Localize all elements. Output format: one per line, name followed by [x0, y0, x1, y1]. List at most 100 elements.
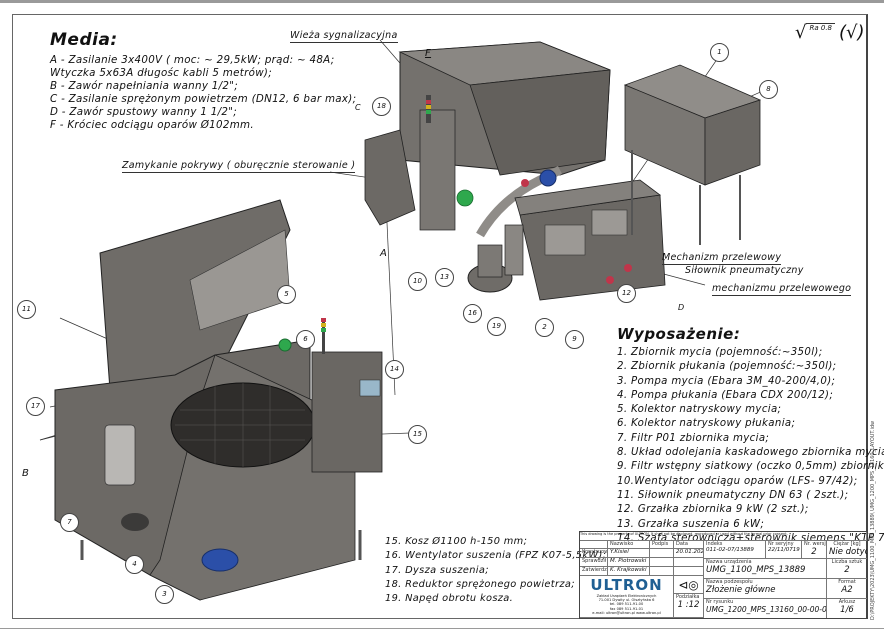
header-date: Data — [674, 541, 704, 549]
frame-top-border — [0, 0, 884, 3]
callout-actuator-line1: Siłownik pneumatyczny — [685, 265, 804, 276]
quantity-cell: Liczba sztuk 2 — [827, 559, 867, 579]
media-section: Media: A - Zasilanie 3x400V ( moc: ~ 29,… — [50, 30, 356, 132]
media-line: A - Zasilanie 3x400V ( moc: ~ 29,5kW; pr… — [50, 54, 335, 66]
media-line: Wtyczka 5x63A długośc kabli 5 metrów); — [50, 67, 273, 79]
media-title: Media: — [50, 30, 118, 50]
subassembly-value: Złożenie główne — [706, 585, 776, 595]
sheet-label: Arkusz — [838, 599, 856, 605]
weight-label: Ciężar [kg] — [833, 541, 861, 547]
company-line: fax 089 511-91-01 — [609, 606, 644, 611]
drawing-number-value: UMG_1200_MPS_13160_00-00-00 — [706, 605, 827, 614]
projection-symbol-icon: ⊲◎ — [674, 576, 704, 594]
label-d: D — [678, 303, 685, 312]
balloon-5: 5 — [277, 285, 296, 304]
format-label: Format — [838, 579, 856, 585]
equipment-item: 3. Pompa mycia (Ebara 3M_40-200/4,0); — [617, 375, 836, 387]
equipment-title: Wyposażenie: — [617, 325, 741, 343]
designer-date: 20.01.2023 — [674, 549, 704, 558]
serial-cell: Nr seryjny 22/11/0719 — [766, 541, 802, 559]
drawing-sheet-border — [12, 14, 868, 619]
role-designed: Konstruował — [580, 549, 608, 558]
header-name: Nazwisko — [608, 541, 650, 549]
weight-value: Nie dotyczy — [829, 547, 867, 557]
company-line: Zakład Urządzeń Elektronicznych — [596, 594, 657, 598]
role-checked: Sprawdził — [580, 558, 608, 567]
index-cell: Indeks 011-02-07/13889 — [704, 541, 766, 559]
company-line: e-mail: ultron@ultron.pl www.ultron.pl — [592, 610, 661, 615]
approver-date — [674, 567, 704, 576]
equipment-item: 13. Grzałka suszenia 6 kW; — [617, 518, 765, 530]
approver-name: K. Krajkowski — [608, 567, 650, 576]
index-value: 011-02-07/13889 — [706, 547, 754, 553]
sheet-value: 1/6 — [840, 605, 854, 615]
roughness-value: Ra 0.8 — [806, 23, 835, 32]
device-label: Nazwa urządzenia — [706, 559, 752, 565]
designer-signature — [650, 549, 674, 558]
balloon-8: 8 — [759, 80, 778, 99]
balloon-12: 12 — [617, 284, 636, 303]
checker-name: M. Piotrowski — [608, 558, 650, 567]
scale-cell: Podziałka 1 :12 — [674, 594, 704, 618]
file-path: D:\PROJEKTY\2023\UMG_1100_MPS_13889\ UMG… — [870, 420, 876, 620]
quantity-value: 2 — [844, 565, 850, 575]
check-icon: (√) — [839, 22, 865, 43]
version-label: Nr. wersji — [804, 541, 827, 547]
quantity-label: Liczba sztuk — [831, 559, 863, 565]
equipment-item: 16. Wentylator suszenia (FPZ K07-5,5kW); — [385, 550, 607, 562]
balloon-4: 4 — [125, 555, 144, 574]
equipment-item: 10.Wentylator odciągu oparów (LFS- 97/42… — [617, 475, 858, 487]
weight-cell: Ciężar [kg] Nie dotyczy — [827, 541, 867, 559]
company-block: ULTRON Zakład Urządzeń Elektronicznych 7… — [580, 576, 674, 618]
media-line: D - Zawór spustowy wanny 1 1/2"; — [50, 106, 238, 118]
header-signature: Podpis — [650, 541, 674, 549]
equipment-item: 14. Szafa sterownicza+sterownik siemens … — [617, 532, 884, 544]
equipment-item: 12. Grzałka zbiornika 9 kW (2 szt.); — [617, 504, 809, 516]
version-cell: Nr. wersji 2 — [802, 541, 827, 559]
format-cell: Format A2 — [827, 579, 867, 599]
root-icon: √ — [795, 22, 807, 43]
side-revision-strip — [566, 535, 578, 619]
equipment-item: 4. Pompa płukania (Ebara CDX 200/12); — [617, 389, 834, 401]
equipment-item: 15. Kosz Ø1100 h-150 mm; — [385, 536, 528, 547]
checker-signature — [650, 558, 674, 567]
washing-unit-illustration — [54, 199, 383, 601]
balloon-11: 11 — [17, 300, 36, 319]
label-f: F — [425, 48, 432, 59]
equipment-item: 7. Filtr P01 zbiornika mycia; — [617, 432, 770, 444]
callout-lid-closing: Zamykanie pokrywy ( oburęcznie sterowani… — [122, 160, 356, 173]
subassembly-cell: Nazwa podzespołu Złożenie główne — [704, 579, 827, 599]
device-cell: Nazwa urządzenia UMG_1100_MPS_13889 — [704, 559, 827, 579]
equipment-item: 1. Zbiornik mycia (pojemność:~350l); — [617, 347, 823, 358]
media-line: B - Zawór napełniania wanny 1/2"; — [50, 80, 239, 92]
index-label: Indeks — [706, 541, 723, 547]
title-block: This drawing is the property of ULTRON. … — [579, 531, 868, 619]
balloon-7: 7 — [60, 513, 79, 532]
ownership-notice: This drawing is the property of ULTRON. … — [580, 532, 867, 541]
subassembly-label: Nazwa podzespołu — [706, 579, 753, 585]
balloon-6: 6 — [296, 330, 315, 349]
approver-signature — [650, 567, 674, 576]
serial-value: 22/11/0719 — [768, 547, 800, 553]
callout-signal-tower: Wieża sygnalizacyjna — [290, 30, 398, 43]
balloon-18: 18 — [372, 97, 391, 116]
designer-name: Y.Kisiel — [608, 549, 650, 558]
media-line: F - Króciec odciągu oparów Ø102mm. — [50, 119, 254, 131]
callout-overflow-mechanism: Mechanizm przelewowy — [662, 252, 782, 265]
frame-bottom-border — [0, 628, 884, 629]
scale-value: 1 :12 — [677, 600, 700, 610]
balloon-9: 9 — [565, 330, 584, 349]
balloon-2: 2 — [535, 318, 554, 337]
sheet-cell: Arkusz 1/6 — [827, 599, 867, 618]
device-value: UMG_1100_MPS_13889 — [706, 565, 806, 575]
equipment-item: 6. Kolektor natryskowy płukania; — [617, 418, 796, 430]
serial-label: Nr seryjny — [768, 541, 794, 547]
label-c: C — [355, 103, 361, 112]
label-b: B — [22, 468, 30, 479]
balloon-14: 14 — [385, 360, 404, 379]
company-logo: ULTRON — [590, 576, 663, 594]
balloon-19: 19 — [487, 317, 506, 336]
equipment-section: Wyposażenie: 1. Zbiornik mycia (pojemnoś… — [617, 325, 884, 546]
rinsing-unit-illustration — [364, 41, 762, 301]
